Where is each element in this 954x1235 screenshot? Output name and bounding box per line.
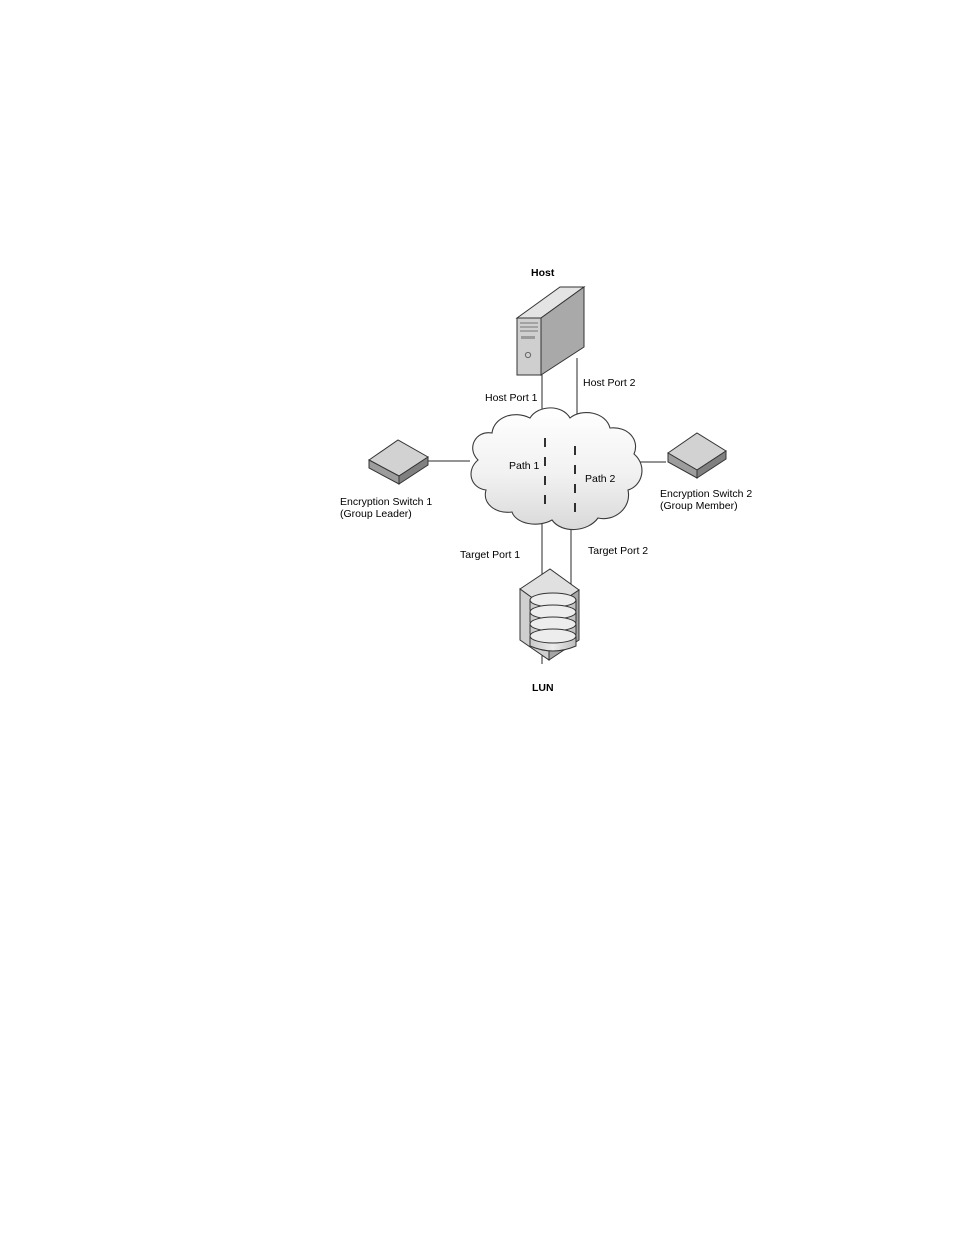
- cloud-network-icon: [471, 408, 642, 530]
- storage-array-icon: [520, 569, 579, 660]
- path-1-label: Path 1: [509, 460, 540, 472]
- switch2-label-line2: (Group Member): [660, 500, 738, 512]
- path-2-label: Path 2: [585, 473, 616, 485]
- switch-appliance-icon: [668, 433, 726, 478]
- target-port-1-label: Target Port 1: [460, 549, 520, 561]
- target-port-2-label: Target Port 2: [588, 545, 648, 557]
- switch1-label-line1: Encryption Switch 1: [340, 496, 432, 508]
- server-tower-icon: [517, 287, 584, 375]
- switch1-label-line2: (Group Leader): [340, 508, 412, 520]
- host-port-2-label: Host Port 2: [583, 377, 636, 389]
- host-label: Host: [531, 267, 555, 279]
- lun-label: LUN: [532, 682, 554, 694]
- switch2-label-line1: Encryption Switch 2: [660, 488, 752, 500]
- host-port-1-label: Host Port 1: [485, 392, 538, 404]
- switch-appliance-icon: [369, 440, 428, 484]
